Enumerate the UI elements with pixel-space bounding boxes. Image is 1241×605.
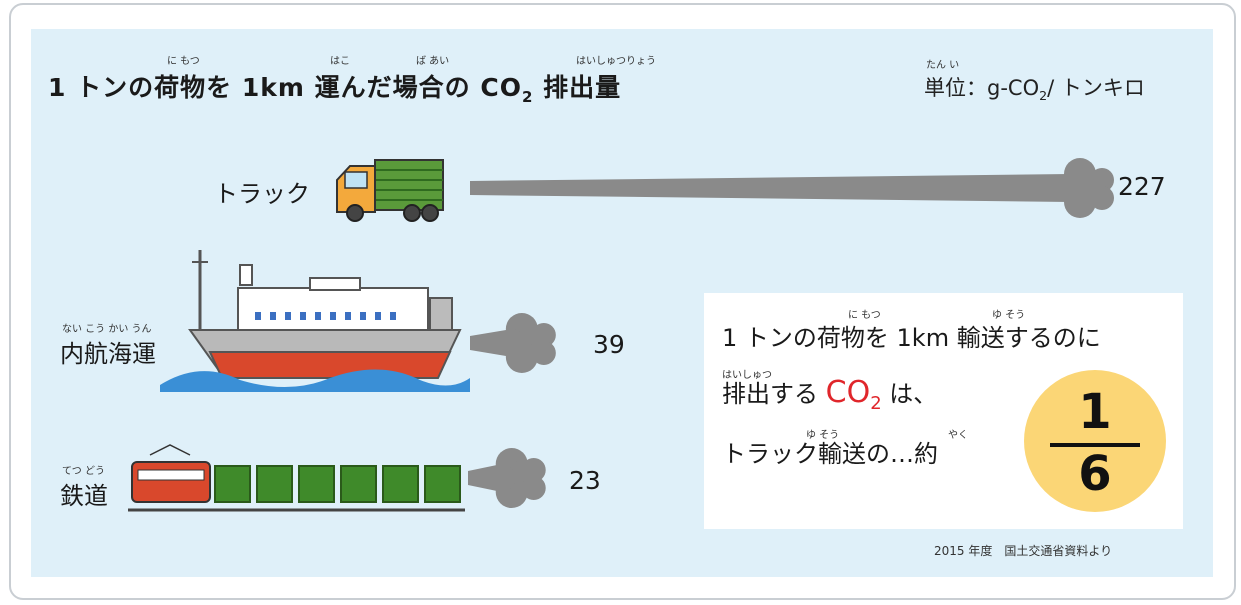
ship-icon: [160, 250, 470, 392]
truck-icon: [336, 159, 444, 222]
value-label-train: 23: [569, 466, 601, 495]
ruby-yusou: ゆ そう: [992, 310, 1026, 321]
ruby-yusou-2: ゆ そう: [806, 430, 840, 441]
train-icon: [128, 444, 465, 512]
smoke-puff-ship: [497, 313, 556, 373]
ruby-haishutsu: はいしゅつ: [722, 370, 772, 381]
category-label-truck: トラック: [214, 180, 310, 208]
fraction-numerator: 1: [1078, 384, 1112, 440]
category-label-ship: 内航海運: [60, 340, 156, 368]
ruby-baai: ば あい: [416, 56, 450, 67]
ruby-tetsudou: てつ どう: [62, 466, 105, 477]
ruby-nimotsu: に もつ: [167, 56, 200, 67]
info-line-2: 排出する CO2 は、: [722, 375, 938, 414]
value-label-truck: 227: [1118, 172, 1166, 201]
fraction-badge: 1 6: [1024, 370, 1166, 512]
page-title: 1 トンの荷物を 1km 運んだ場合の CO2 排出量: [48, 73, 622, 106]
bar-truck: [470, 174, 1070, 202]
value-label-ship: 39: [593, 330, 625, 359]
source-note: 2015 年度 国土交通省資料より: [934, 544, 1113, 558]
info-line-3: トラック輸送の…約: [722, 440, 938, 468]
smoke-puff-train: [487, 448, 546, 508]
bars-group: [468, 158, 1114, 508]
category-label-train: 鉄道: [60, 482, 108, 510]
ruby-yaku: やく: [948, 430, 968, 441]
info-line-1: 1 トンの荷物を 1km 輸送するのに: [722, 324, 1101, 352]
ruby-nimotsu-2: に もつ: [848, 310, 881, 321]
ruby-hako: はこ: [330, 56, 350, 67]
ruby-tani: たん い: [926, 60, 960, 71]
ruby-naikoukaiun: ない こう かい うん: [62, 324, 152, 335]
ruby-haishutsuryou: はいしゅつりょう: [576, 56, 656, 67]
fraction-bar: [1050, 443, 1140, 447]
fraction-denominator: 6: [1078, 446, 1112, 502]
unit-label: 単位：g-CO2/ トンキロ: [924, 76, 1145, 104]
smoke-puff-truck: [1056, 158, 1114, 218]
